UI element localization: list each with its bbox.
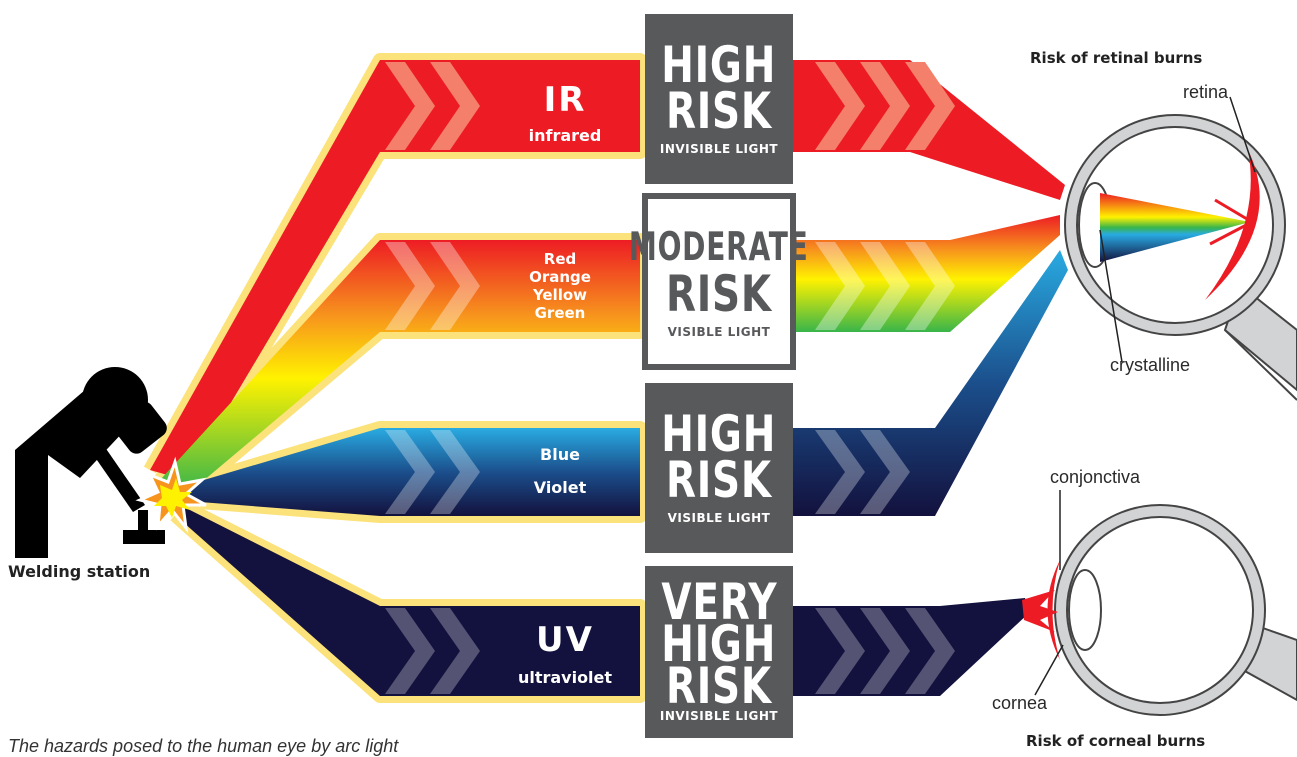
leader-lines (1034, 96, 1256, 696)
risk-warm-line-2: RISK (666, 264, 772, 323)
risk-uv-line-2: HIGH (661, 615, 777, 673)
cool-chevrons (385, 430, 910, 514)
warm-chevrons (385, 242, 955, 330)
risk-uv-line-1: VERY (660, 573, 778, 631)
risk-ir-line-2: RISK (666, 82, 772, 140)
cool-label-violet: Violet (533, 478, 587, 497)
cool-label-blue: Blue (540, 445, 580, 464)
cornea-label: cornea (992, 693, 1048, 713)
risk-cool-caption: VISIBLE LIGHT (667, 511, 771, 525)
corneal-burns-label: Risk of corneal burns (1026, 732, 1206, 750)
lower-eye (1022, 504, 1297, 716)
warm-label-red: Red (543, 250, 577, 268)
ir-chevrons (385, 62, 955, 150)
crystalline-label: crystalline (1110, 355, 1191, 375)
uv-chevrons (385, 608, 955, 694)
ir-sublabel: infrared (528, 126, 602, 145)
risk-warm-caption: VISIBLE LIGHT (667, 324, 771, 339)
risk-box-cool: HIGH RISK VISIBLE LIGHT (645, 383, 793, 553)
weld-spark (135, 456, 208, 534)
welding-station-label: Welding station (8, 562, 151, 581)
warm-label-green: Green (534, 304, 586, 322)
risk-cool-line-2: RISK (666, 451, 772, 509)
risk-uv-line-3: RISK (666, 657, 772, 715)
ir-label: IR (543, 80, 587, 120)
uv-sublabel: ultraviolet (517, 668, 613, 687)
warm-label-orange: Orange (529, 268, 591, 286)
welder-figure (15, 367, 167, 558)
warm-label-yellow: Yellow (532, 286, 588, 304)
risk-ir-caption: INVISIBLE LIGHT (659, 142, 779, 156)
risk-warm-line-1: MODERATE (629, 224, 809, 270)
risk-box-uv: VERY HIGH RISK INVISIBLE LIGHT (645, 566, 793, 738)
risk-cool-line-1: HIGH (661, 405, 777, 463)
conjonctiva-label: conjonctiva (1050, 467, 1141, 487)
risk-uv-caption: INVISIBLE LIGHT (659, 709, 779, 723)
risk-box-ir: HIGH RISK INVISIBLE LIGHT (645, 14, 793, 184)
risk-ir-line-1: HIGH (661, 36, 777, 94)
retina-label: retina (1183, 82, 1229, 102)
risk-box-warm: MODERATE RISK VISIBLE LIGHT (629, 193, 808, 370)
footer-caption: The hazards posed to the human eye by ar… (8, 736, 399, 756)
upper-eye (1064, 114, 1297, 401)
retinal-burns-label: Risk of retinal burns (1030, 49, 1203, 67)
uv-label: UV (536, 620, 594, 660)
